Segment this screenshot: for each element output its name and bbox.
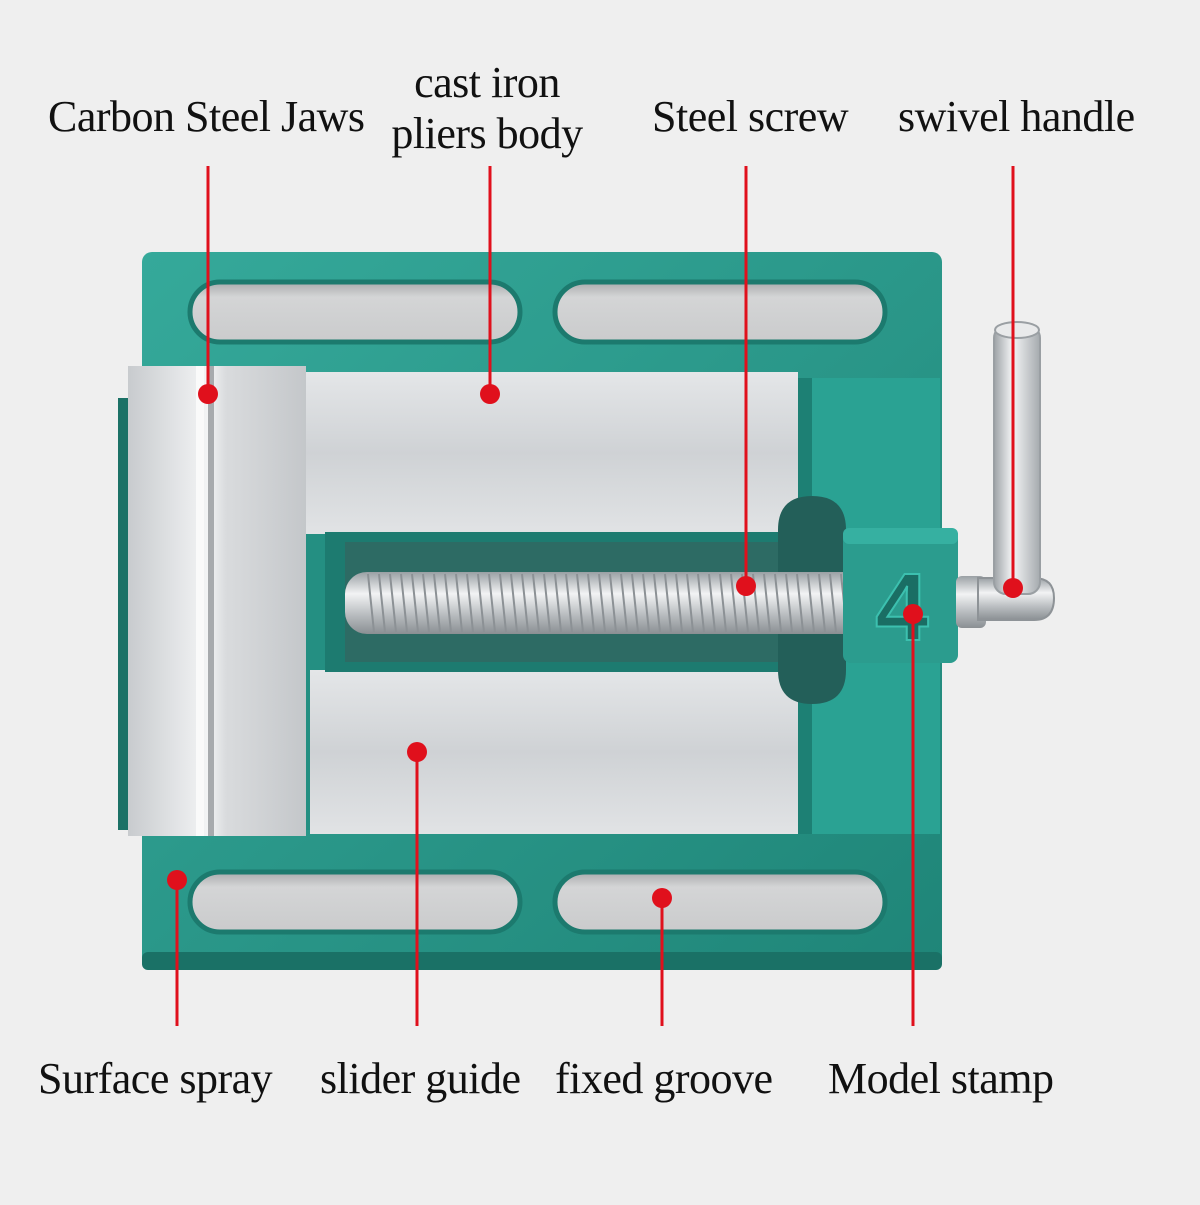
screw-thread xyxy=(367,573,375,633)
dot-fixed-groove xyxy=(652,888,672,908)
screw-thread xyxy=(598,573,606,633)
mounting-slot-bottom-left xyxy=(187,869,523,935)
screw-thread xyxy=(389,573,397,633)
dot-steel-screw xyxy=(736,576,756,596)
base-plate-edge xyxy=(142,952,942,970)
screw-threads xyxy=(367,573,859,633)
screw-thread xyxy=(521,573,529,633)
label-swivel-handle: swivel handle xyxy=(898,92,1135,141)
screw-thread xyxy=(686,573,694,633)
screw-thread xyxy=(730,573,738,633)
screw-thread xyxy=(653,573,661,633)
label-model-stamp: Model stamp xyxy=(828,1054,1054,1103)
dot-swivel-handle xyxy=(1003,578,1023,598)
screw-thread xyxy=(587,573,595,633)
screw-thread xyxy=(433,573,441,633)
label-surface-spray: Surface spray xyxy=(38,1054,273,1103)
screw-thread xyxy=(400,573,408,633)
label-cast-iron-pliers-body: cast iron pliers body xyxy=(391,58,583,159)
label-carbon-steel-jaws: Carbon Steel Jaws xyxy=(48,92,365,141)
swivel-handle-rod xyxy=(993,325,1041,595)
screw-thread xyxy=(620,573,628,633)
screw-thread xyxy=(609,573,617,633)
upper-guide xyxy=(306,372,798,534)
screw-thread xyxy=(477,573,485,633)
screw-thread xyxy=(796,573,804,633)
screw-thread xyxy=(378,573,386,633)
screw-thread xyxy=(543,573,551,633)
lower-guide xyxy=(310,670,802,834)
screw-thread xyxy=(697,573,705,633)
screw-thread xyxy=(488,573,496,633)
mounting-slot-top-left xyxy=(187,279,523,345)
dot-model-stamp xyxy=(903,604,923,624)
label-steel-screw: Steel screw xyxy=(652,92,849,141)
dot-surface-spray xyxy=(167,870,187,890)
screw-thread xyxy=(708,573,716,633)
dot-carbon-steel-jaws xyxy=(198,384,218,404)
label-cast-iron-line2: pliers body xyxy=(391,108,583,158)
screw-block-top xyxy=(843,528,958,544)
screw-thread xyxy=(554,573,562,633)
screw-thread xyxy=(642,573,650,633)
screw-thread xyxy=(818,573,826,633)
mounting-slot-top-right xyxy=(552,279,888,345)
screw-thread xyxy=(466,573,474,633)
screw-thread xyxy=(774,573,782,633)
screw-thread xyxy=(422,573,430,633)
screw-thread xyxy=(411,573,419,633)
handle-rod-cap xyxy=(994,321,1040,339)
screw-thread xyxy=(675,573,683,633)
mounting-slot-bottom-right xyxy=(552,869,888,935)
label-slider-guide: slider guide xyxy=(320,1054,521,1103)
screw-thread xyxy=(532,573,540,633)
leader-lines xyxy=(175,166,1015,1026)
screw-thread xyxy=(499,573,507,633)
jaw-groove xyxy=(208,366,214,836)
screw-thread xyxy=(576,573,584,633)
dot-cast-iron xyxy=(480,384,500,404)
dot-slider-guide xyxy=(407,742,427,762)
screw-block xyxy=(843,528,958,663)
screw-thread xyxy=(444,573,452,633)
jaw-highlight xyxy=(196,366,204,836)
model-stamp-text: 4 xyxy=(875,554,928,661)
screw-thread xyxy=(565,573,573,633)
screw-thread xyxy=(510,573,518,633)
carbon-steel-jaw xyxy=(128,366,306,836)
screw-thread xyxy=(664,573,672,633)
screw-thread xyxy=(807,573,815,633)
screw-thread xyxy=(719,573,727,633)
screw-thread xyxy=(829,573,837,633)
screw-thread xyxy=(631,573,639,633)
screw-thread xyxy=(763,573,771,633)
label-fixed-groove: fixed groove xyxy=(555,1054,773,1103)
pointer-dots xyxy=(167,384,1023,908)
screw-thread xyxy=(785,573,793,633)
label-cast-iron-line1: cast iron xyxy=(414,58,560,107)
screw-thread xyxy=(455,573,463,633)
